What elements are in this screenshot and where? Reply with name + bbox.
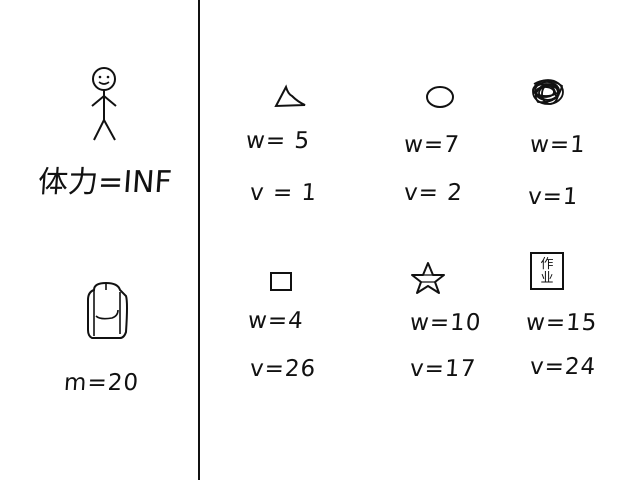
item-value-label: v= 2 [403, 180, 464, 206]
star-icon [411, 262, 445, 294]
item-value-label: v=26 [249, 356, 318, 382]
triangle-icon [274, 84, 306, 108]
item-value-label: v=24 [529, 354, 598, 380]
scribble-icon [532, 79, 564, 105]
item-weight-label: w=10 [409, 310, 483, 336]
item-value-label: v = 1 [249, 180, 319, 206]
circle-icon [426, 86, 454, 108]
item-weight-label: w=1 [529, 132, 587, 158]
backpack-icon [87, 281, 128, 339]
item-weight-label: w=7 [403, 132, 461, 158]
stamina-label: 体力=INF [36, 165, 173, 200]
homework-icon-text-bottom: 业 [540, 270, 554, 286]
item-weight-label: w= 5 [245, 128, 311, 154]
capacity-label: m=20 [63, 370, 140, 396]
panel-divider [198, 0, 200, 480]
homework-icon: 作 业 [530, 252, 564, 290]
item-value-label: v=1 [527, 184, 580, 210]
item-weight-label: w=4 [247, 308, 305, 334]
stick-figure-icon [91, 67, 117, 141]
item-weight-label: w=15 [525, 310, 599, 336]
homework-icon-text-top: 作 [540, 256, 554, 272]
item-value-label: v=17 [409, 356, 478, 382]
square-icon [270, 272, 292, 291]
